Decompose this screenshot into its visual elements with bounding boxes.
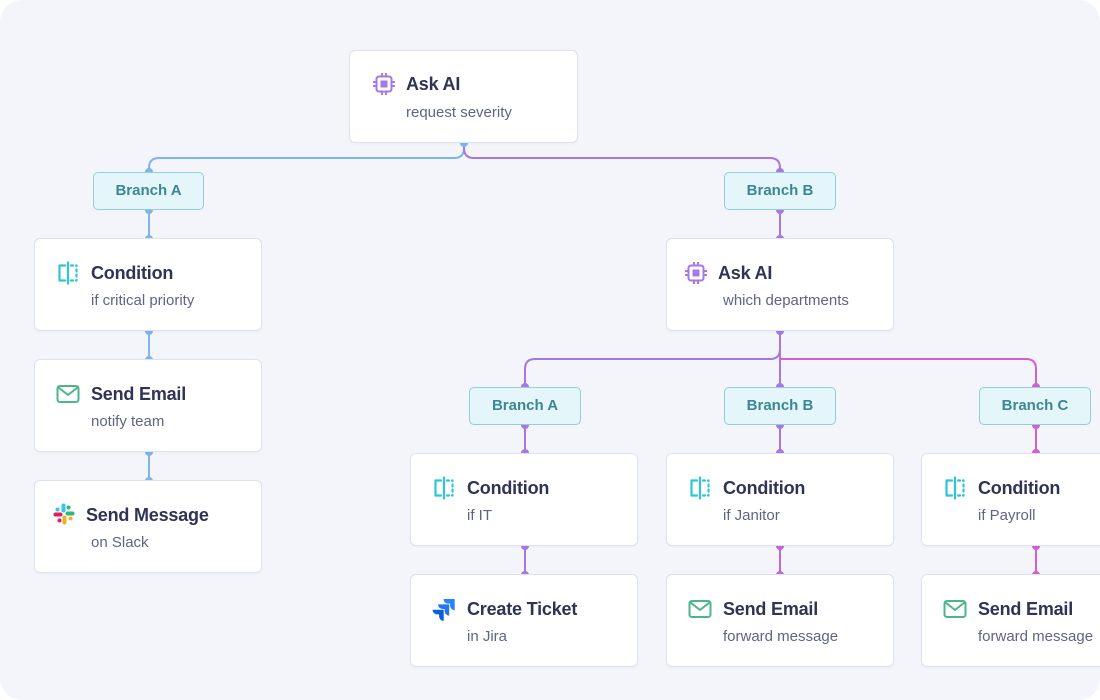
wire-ask-to-sub-a	[524, 331, 781, 387]
node-subtitle: forward message	[978, 628, 1094, 645]
node-title: Condition	[723, 478, 806, 498]
node-condition-it[interactable]: Condition if IT	[410, 453, 638, 546]
node-subtitle: on Slack	[91, 534, 149, 551]
cpu-icon	[685, 262, 707, 284]
condition-icon	[690, 476, 710, 500]
node-title: Condition	[91, 263, 174, 283]
node-send-email-payroll[interactable]: Send Email forward message	[921, 574, 1100, 667]
mail-icon	[943, 600, 967, 618]
wire-root-to-branch-a	[148, 143, 465, 172]
branch-b-label[interactable]: Branch B	[724, 172, 836, 210]
node-subtitle: if Payroll	[978, 507, 1036, 524]
sub-branch-c-label[interactable]: Branch C	[979, 387, 1091, 425]
condition-icon	[434, 476, 454, 500]
node-subtitle: which departments	[723, 292, 849, 309]
condition-icon	[945, 476, 965, 500]
node-send-email-janitor[interactable]: Send Email forward message	[666, 574, 894, 667]
wire-ask-to-sub-c	[780, 358, 1037, 387]
node-title: Send Email	[723, 599, 819, 619]
node-title: Ask AI	[406, 74, 461, 94]
node-condition-janitor[interactable]: Condition if Janitor	[666, 453, 894, 546]
node-title: Send Email	[91, 384, 187, 404]
node-condition-critical[interactable]: Condition if critical priority	[34, 238, 262, 331]
jira-icon	[432, 599, 455, 621]
node-subtitle: if critical priority	[91, 292, 195, 309]
sub-branch-b-label[interactable]: Branch B	[724, 387, 836, 425]
node-subtitle: in Jira	[467, 628, 508, 645]
node-title: Condition	[978, 478, 1061, 498]
node-subtitle: if Janitor	[723, 507, 780, 524]
sub-branch-a-label[interactable]: Branch A	[469, 387, 581, 425]
node-subtitle: forward message	[723, 628, 839, 645]
mail-icon	[688, 600, 712, 618]
node-condition-payroll[interactable]: Condition if Payroll	[921, 453, 1100, 546]
slack-icon	[53, 503, 75, 525]
node-title: Ask AI	[718, 263, 773, 283]
node-title: Send Email	[978, 599, 1074, 619]
node-subtitle: notify team	[91, 413, 165, 430]
branch-a-label[interactable]: Branch A	[93, 172, 204, 210]
cpu-icon	[373, 73, 395, 95]
node-ask-ai-departments[interactable]: Ask AI which departments	[666, 238, 894, 331]
wire-root-to-branch-b	[463, 143, 781, 172]
condition-icon	[58, 261, 78, 285]
node-send-message-slack[interactable]: Send Message on Slack	[34, 480, 262, 573]
node-send-email-notify[interactable]: Send Email notify team	[34, 359, 262, 452]
mail-icon	[56, 385, 80, 403]
node-create-ticket-jira[interactable]: Create Ticket in Jira	[410, 574, 638, 667]
node-subtitle: request severity	[406, 104, 512, 121]
node-title: Condition	[467, 478, 550, 498]
node-subtitle: if IT	[467, 507, 492, 524]
node-ask-ai-root[interactable]: Ask AI request severity	[349, 50, 578, 143]
node-title: Send Message	[86, 505, 209, 525]
node-title: Create Ticket	[467, 599, 578, 619]
